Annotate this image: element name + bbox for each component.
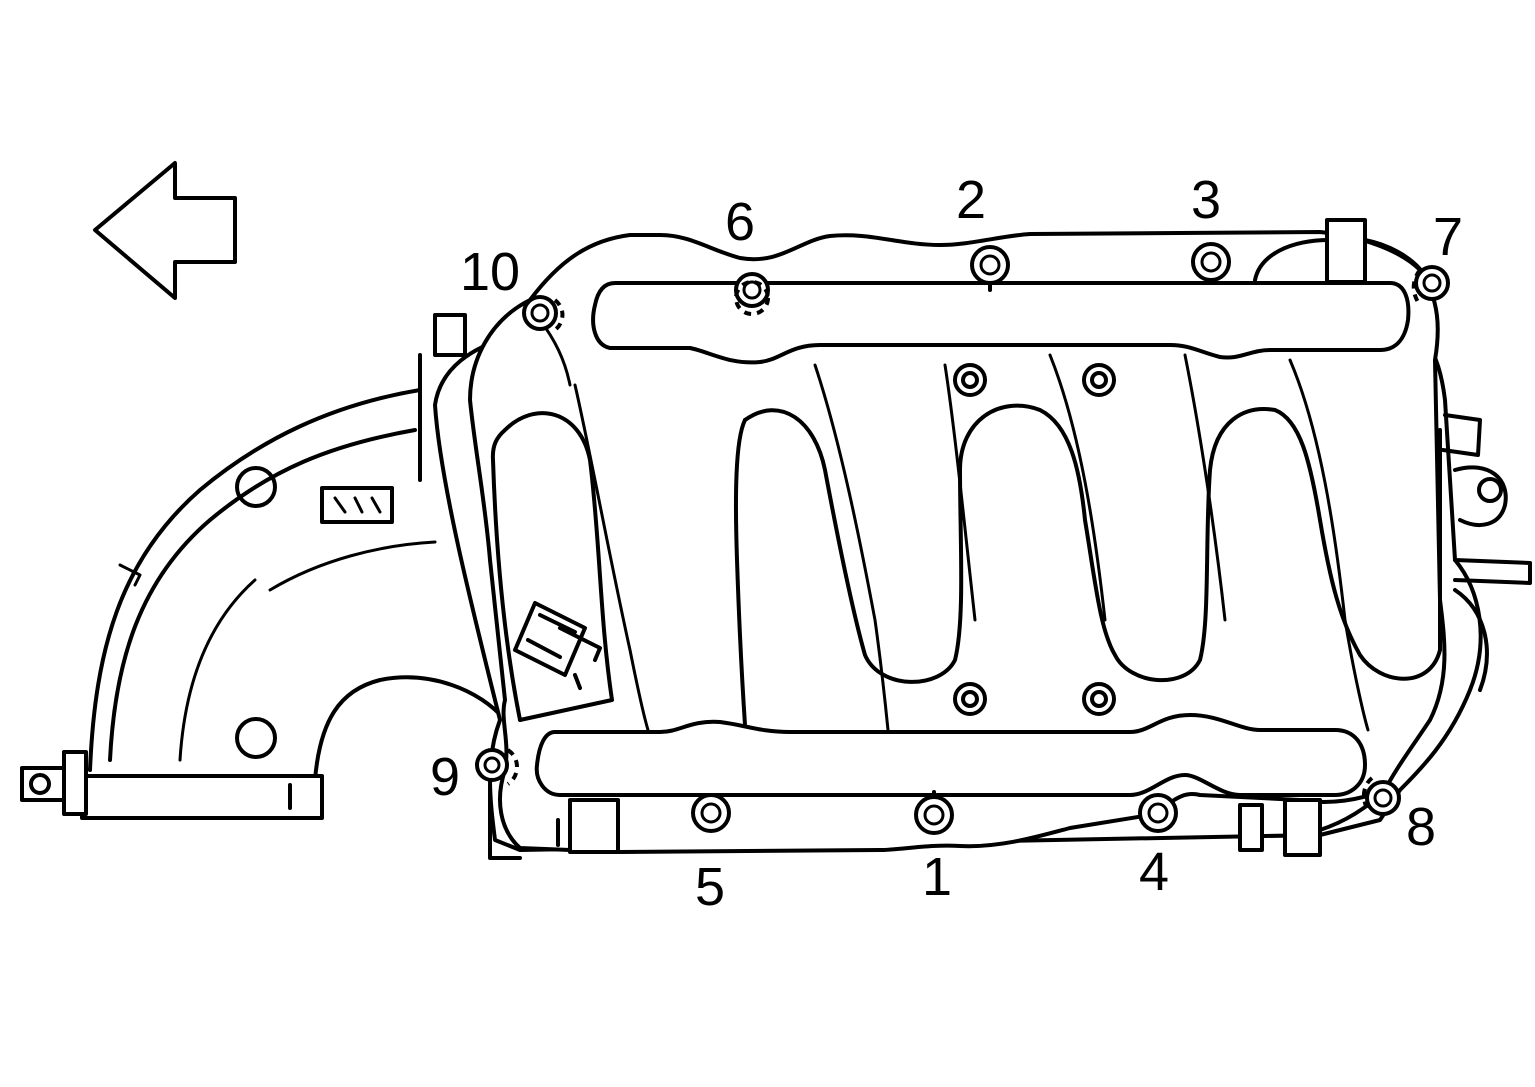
bolt-label-4: 4 — [1139, 842, 1169, 902]
bolt-8 — [1361, 776, 1401, 816]
bolt-label-10: 10 — [460, 242, 520, 302]
bolt-9 — [475, 748, 519, 786]
right-fittings — [1441, 413, 1532, 692]
bolt-label-2: 2 — [956, 170, 986, 230]
bolt-4 — [1138, 793, 1178, 833]
bolt-label-5: 5 — [695, 857, 725, 917]
bolt-2 — [970, 245, 1010, 292]
bolt-label-3: 3 — [1191, 170, 1221, 230]
bottom-runner-bar — [534, 713, 1367, 797]
bolt-label-7: 7 — [1433, 207, 1463, 267]
sensor-bracket — [513, 601, 602, 690]
mounting-bosses — [953, 363, 1116, 716]
top-runner-bar — [591, 281, 1411, 365]
bolt-10 — [522, 295, 565, 332]
bolt-label-9: 9 — [430, 747, 460, 807]
bolt-label-8: 8 — [1406, 797, 1436, 857]
upper-plenum-flange — [468, 230, 1447, 854]
bolt-5 — [691, 793, 731, 833]
bolt-label-6: 6 — [725, 192, 755, 252]
arrow-left-icon — [93, 161, 237, 300]
bolt-1 — [914, 790, 954, 835]
lower-left-bracket — [488, 783, 620, 860]
bolt-6 — [734, 272, 770, 316]
lower-right-bracket — [1238, 788, 1387, 857]
throttle-elbow — [20, 313, 507, 820]
bolt-3 — [1191, 242, 1231, 282]
bolt-label-1: 1 — [922, 847, 952, 907]
bolt-7 — [1411, 265, 1450, 304]
